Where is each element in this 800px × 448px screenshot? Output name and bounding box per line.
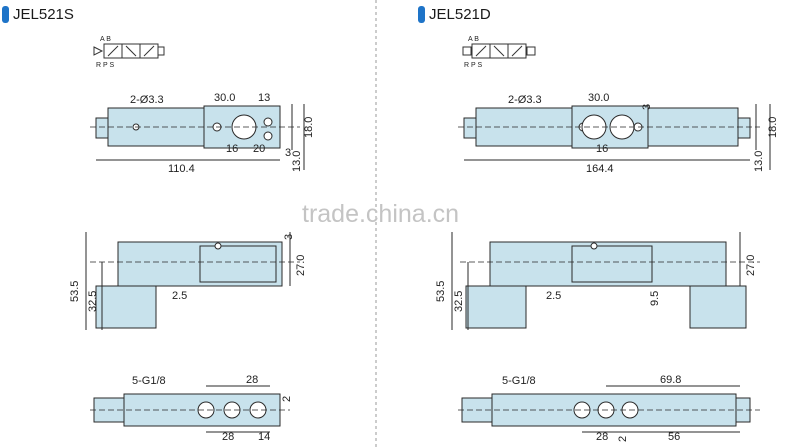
dim-coil-height: 32.5 (453, 291, 465, 312)
dim-end-offset: 14 (258, 431, 270, 443)
side-view (85, 232, 300, 330)
dim-total-height: 53.5 (435, 281, 447, 302)
model-title-jel521s: JEL521S (2, 6, 74, 23)
dim-small: 3 (283, 234, 295, 240)
dim-port-size: 5-G1/8 (502, 375, 536, 387)
dim-small: 2 (281, 396, 293, 402)
watermark: trade.china.cn (302, 200, 459, 228)
dim-height: 18.0 (767, 117, 779, 138)
symbol-ports-bottom: R P S (464, 62, 482, 69)
model-title-jel521d: JEL521D (418, 6, 491, 23)
bottom-view (90, 385, 290, 433)
dim-coil-height: 32.5 (87, 291, 99, 312)
valve-symbol (93, 43, 165, 59)
dim-port-pitch-bottom: 28 (596, 431, 608, 443)
symbol-ports-top: A B (468, 36, 479, 43)
dim-length: 164.4 (586, 163, 614, 175)
dim-port-spacing: 16 (226, 143, 238, 155)
dim-top-offset: 13 (258, 92, 270, 104)
dim-hole: 2-Ø3.3 (130, 94, 164, 106)
dim-top-width: 30.0 (588, 92, 609, 104)
dim-total-height: 53.5 (69, 281, 81, 302)
dim-height: 18.0 (303, 117, 315, 138)
dim-offset: 2.5 (546, 290, 561, 302)
model-label: JEL521S (13, 6, 74, 23)
dim-port-span: 56 (668, 431, 680, 443)
top-view (90, 104, 305, 170)
dim-port-height: 9.5 (649, 291, 661, 306)
valve-symbol (462, 43, 536, 59)
dim-width: 13.0 (753, 151, 765, 172)
dim-length: 110.4 (168, 163, 195, 175)
dim-body-height: 27.0 (745, 255, 757, 276)
dim-hole: 2-Ø3.3 (508, 94, 542, 106)
dim-port-offset: 20 (253, 143, 265, 155)
blue-bullet-icon (2, 6, 9, 23)
dim-small-gap: 3 (285, 147, 291, 159)
dim-body-height: 27.0 (295, 255, 307, 276)
dim-top-width: 30.0 (214, 92, 235, 104)
dim-port-pitch-top: 28 (246, 374, 258, 386)
top-view (458, 104, 771, 170)
dim-port-size: 5-G1/8 (132, 375, 166, 387)
dim-small-gap: 3 (641, 104, 653, 110)
dim-port-pitch-bottom: 28 (222, 431, 234, 443)
model-label: JEL521D (429, 6, 491, 23)
dim-small: 2 (617, 436, 629, 442)
dim-width: 13.0 (291, 151, 303, 172)
bottom-view (458, 385, 760, 433)
symbol-ports-bottom: R P S (96, 62, 114, 69)
symbol-ports-top: A B (100, 36, 111, 43)
dim-port-spacing: 16 (596, 143, 608, 155)
blue-bullet-icon (418, 6, 425, 23)
side-view (451, 232, 760, 330)
dim-coil-span: 69.8 (660, 374, 681, 386)
dim-offset: 2.5 (172, 290, 187, 302)
